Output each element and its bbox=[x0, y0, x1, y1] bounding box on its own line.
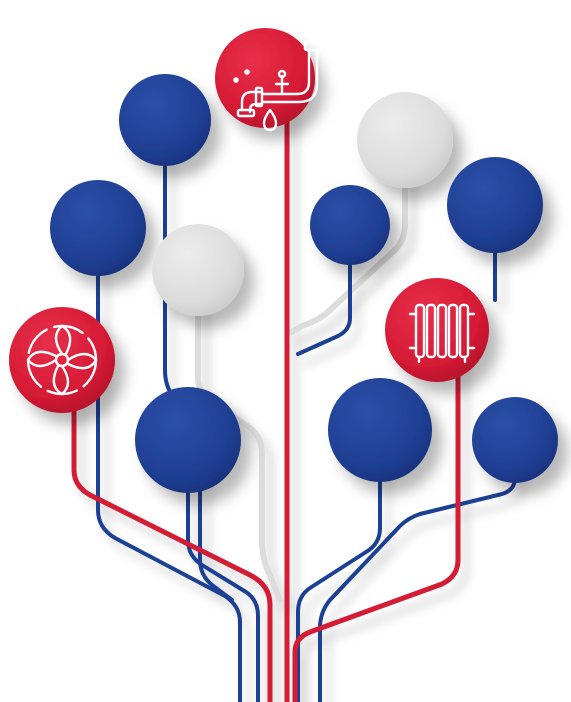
grey-branch-upper-right bbox=[289, 137, 408, 335]
blue-branch-lower-right bbox=[296, 428, 382, 702]
tree-branches bbox=[71, 97, 517, 702]
red-branch-ventilation bbox=[71, 359, 273, 702]
blue-node-left bbox=[50, 180, 146, 276]
blue-node-center-right bbox=[310, 185, 390, 265]
blue-node-lower-left bbox=[135, 387, 241, 493]
blue-branch-center-right bbox=[296, 223, 352, 356]
plumbing-node bbox=[215, 28, 315, 128]
grey-node-center-left bbox=[152, 224, 244, 316]
blue-branch-left bbox=[96, 226, 242, 702]
blue-branch-far-right bbox=[318, 438, 517, 702]
radiator-icon bbox=[408, 303, 476, 364]
blue-node-lower-right bbox=[328, 378, 432, 482]
faucet-pipe-water-drop-icon bbox=[233, 40, 323, 132]
blue-node-upper-left bbox=[119, 74, 211, 166]
blue-branch-trunk-left bbox=[198, 428, 234, 602]
ventilation-node bbox=[9, 307, 115, 413]
red-branch-heating bbox=[292, 337, 461, 702]
blue-node-far-right bbox=[472, 397, 558, 483]
tree-nodes bbox=[9, 28, 558, 493]
fan-icon bbox=[26, 324, 98, 396]
grey-node-upper-right bbox=[357, 92, 453, 188]
blue-node-upper-right bbox=[447, 157, 543, 253]
